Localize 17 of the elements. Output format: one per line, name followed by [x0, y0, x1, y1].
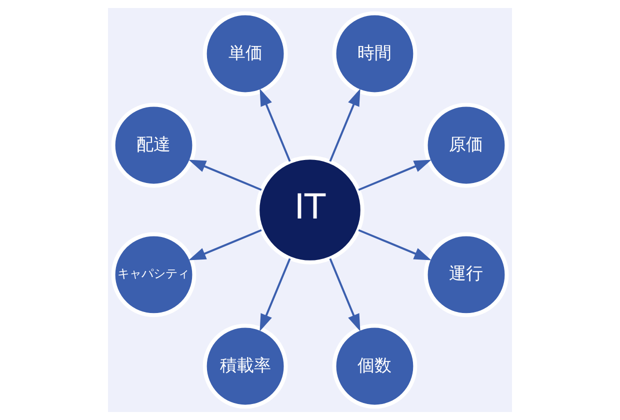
- node-circle: 単価: [202, 11, 288, 96]
- arrow: [188, 160, 262, 191]
- node-circle: IT: [256, 156, 364, 264]
- arrow: [188, 229, 262, 260]
- arrow: [260, 258, 291, 332]
- arrow: [358, 160, 432, 191]
- node-circle: 配達: [111, 102, 196, 188]
- node-circle: 原価: [424, 102, 509, 188]
- node-circle: 個数: [332, 324, 418, 409]
- arrow: [260, 88, 291, 162]
- node-circle: 時間: [332, 11, 418, 96]
- node-circle: キャパシティ: [111, 232, 196, 318]
- arrow: [329, 258, 360, 332]
- node-circle: 積載率: [202, 324, 288, 409]
- arrow: [358, 229, 432, 260]
- node-circle: 運行: [424, 232, 509, 318]
- arrow: [329, 88, 360, 162]
